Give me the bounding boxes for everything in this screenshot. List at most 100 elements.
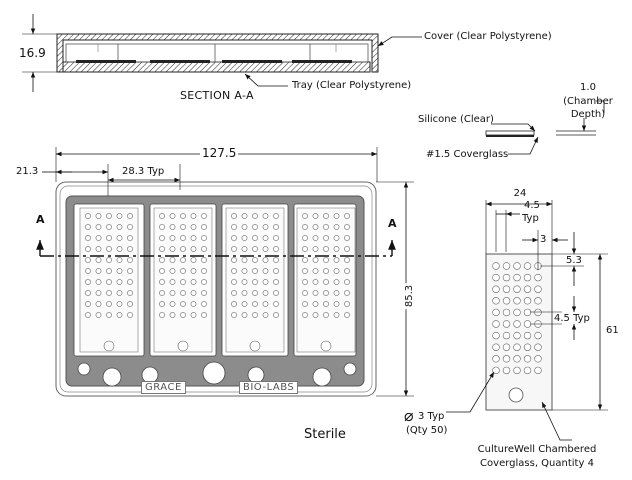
plan-well (169, 246, 176, 252)
section-tray (62, 61, 371, 73)
plan-well (252, 224, 258, 230)
plan-well (231, 224, 237, 230)
plan-well (201, 235, 207, 241)
chamber-well (534, 308, 542, 317)
plan-well (241, 268, 248, 274)
chamber-well (513, 273, 521, 282)
plan-well (302, 224, 308, 230)
plan-well (95, 301, 102, 307)
chamber-well (513, 308, 521, 317)
plan-well (201, 224, 207, 230)
chamber-width-dim: 24 (513, 188, 527, 199)
plan-well (180, 268, 186, 274)
chamber-well (502, 366, 511, 375)
plan-offset-dim: 21.3 (16, 166, 39, 177)
plan-well (231, 213, 237, 219)
plan-well (241, 279, 248, 285)
plan-well (180, 301, 186, 307)
plan-well (159, 301, 165, 307)
plan-well (106, 224, 112, 230)
plan-well (273, 224, 279, 230)
plan-well (85, 290, 91, 296)
plan-well (169, 301, 176, 307)
chamber-pitch-typ: Typ (522, 213, 539, 224)
chamber-well (523, 262, 532, 270)
plan-well (169, 268, 176, 274)
chamber-well (523, 343, 532, 351)
plan-well (159, 268, 165, 274)
chamber-depth-label-1: (Chamber (563, 96, 613, 107)
tray-label: Tray (Clear Polystyrene) (292, 80, 412, 91)
chamber-caption-1: CultureWell Chambered (477, 444, 597, 455)
plan-well (262, 301, 269, 307)
chamber-well (492, 331, 500, 340)
section-marker-left: A (36, 213, 45, 226)
plan-well (169, 224, 176, 230)
plan-well (241, 312, 248, 318)
plan-well (85, 235, 91, 241)
plan-well (190, 246, 197, 252)
plan-well (312, 290, 319, 296)
plan-well (273, 312, 279, 318)
plan-height-dim: 85.3 (404, 282, 417, 310)
chamber-view (446, 200, 608, 441)
plan-well (302, 257, 308, 263)
plan-well (127, 290, 133, 296)
section-height-dim: 16.9 (19, 46, 46, 60)
plan-well (344, 279, 350, 285)
chamber-well (513, 355, 521, 363)
section-marker-right: A (388, 217, 397, 230)
plan-well (323, 257, 329, 263)
chamber-height-dim: 61 (606, 325, 619, 336)
plan-well (262, 279, 269, 285)
chamber-well (534, 273, 542, 282)
chamber-row-pitch-dim: 4.5 Typ (554, 313, 590, 324)
plan-well (312, 257, 319, 263)
plan-well (333, 301, 340, 307)
plan-well (127, 224, 133, 230)
plan-well (241, 246, 248, 252)
plan-well (190, 235, 197, 241)
plan-well (85, 268, 91, 274)
plan-well (180, 279, 186, 285)
plan-well (344, 213, 350, 219)
plan-well (116, 213, 123, 219)
plan-well (106, 235, 112, 241)
plan-well (106, 301, 112, 307)
plan-well (116, 257, 123, 263)
plan-well (231, 312, 237, 318)
plan-well (333, 312, 340, 318)
plan-well (190, 279, 197, 285)
chamber-well (534, 285, 542, 293)
chamber-well (523, 320, 532, 328)
plan-well (312, 213, 319, 219)
hole-diameter-symbol: ⌀ (404, 406, 414, 425)
plan-well (180, 235, 186, 241)
plan-well (344, 257, 350, 263)
chamber-well (513, 366, 521, 375)
plan-well (273, 279, 279, 285)
plan-well (127, 257, 133, 263)
plan-well (252, 312, 258, 318)
plan-well (116, 268, 123, 274)
plan-well (344, 246, 350, 252)
plan-well (302, 213, 308, 219)
plan-well (231, 290, 237, 296)
plan-well (252, 246, 258, 252)
plan-well (323, 312, 329, 318)
plan-well (190, 301, 197, 307)
chamber-pitch-dim: 4.5 (524, 200, 540, 211)
plan-well (95, 213, 102, 219)
plan-well (273, 246, 279, 252)
chamber-well (534, 343, 542, 351)
plan-well (106, 279, 112, 285)
plan-well (190, 312, 197, 318)
plan-well (85, 213, 91, 219)
brand-right-embossed: BIO-LABS (239, 381, 299, 394)
plan-well (95, 268, 102, 274)
chamber-well (523, 355, 532, 363)
plan-well (273, 301, 279, 307)
plan-well (159, 312, 165, 318)
chamber-well (523, 366, 532, 375)
plan-well (323, 235, 329, 241)
